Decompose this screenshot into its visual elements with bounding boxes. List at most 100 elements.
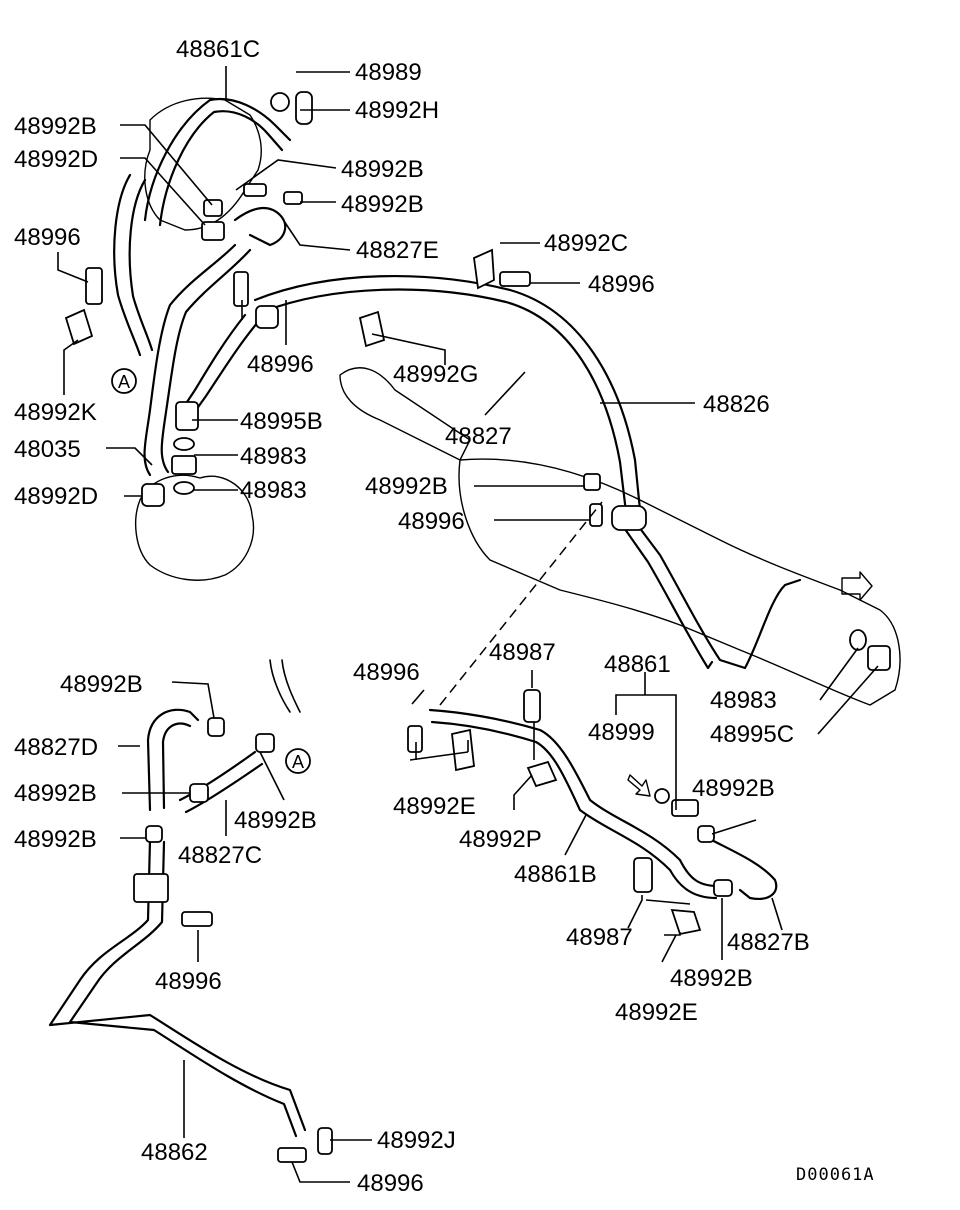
callout-48992b-e: 48992B (60, 671, 143, 698)
hose-clip-48992b-ll3 (189, 783, 209, 803)
view-a-marker-lower (285, 748, 311, 774)
suction-hose-48035 (143, 243, 237, 477)
callout-48992k: 48992K (14, 399, 97, 426)
callout-48827b: 48827B (727, 929, 810, 956)
callout-48983-a: 48983 (240, 443, 307, 470)
callout-48983-b: 48983 (240, 477, 307, 504)
hose-clip-48992b-top2 (283, 191, 303, 205)
gasket-48983-right (849, 629, 867, 651)
callout-48992b-c: 48992B (341, 191, 424, 218)
fitting-48861 (671, 799, 699, 817)
hose-clip-48992b-left (203, 199, 223, 217)
hose-clip-48992b-ll1 (207, 717, 225, 737)
bolt-48996-left (85, 267, 103, 305)
return-tube-48827-inner (618, 520, 714, 670)
callout-48992p: 48992P (459, 826, 542, 853)
bolt-48996-right (499, 271, 531, 287)
hose-clip-48992b-ll4 (145, 825, 163, 843)
bracket-48992g (358, 310, 386, 348)
view-a-letter-lower: A (292, 752, 304, 772)
callout-48992b-b: 48992B (341, 156, 424, 183)
upper-tubes-lower-view (269, 659, 301, 713)
direction-arrow-lr-icon (627, 774, 651, 797)
hose-clip-48992b-lr2 (713, 879, 733, 897)
return-hose-48827d-inner (161, 722, 192, 810)
leader-lines (57, 66, 879, 1183)
nut-48989 (270, 92, 290, 112)
callout-labels: 48861C 48989 48992H 48992B 48992D 48992B… (14, 36, 810, 1197)
callout-48827: 48827 (445, 423, 512, 450)
bracket-lower-left (133, 873, 169, 903)
callout-48992b-i: 48992B (14, 826, 97, 853)
hose-clip-48992b-top (243, 183, 267, 197)
callout-48992b-j: 48992B (670, 965, 753, 992)
union-fitting (171, 455, 197, 475)
callout-48996-e: 48996 (353, 659, 420, 686)
callout-48862: 48862 (141, 1139, 208, 1166)
bolt-48996-gear (589, 503, 603, 527)
callout-48992d-a: 48992D (14, 146, 98, 173)
bolt-48996-bottom (277, 1147, 307, 1163)
callout-48827d: 48827D (14, 734, 98, 761)
suction-hose-48035-inner (160, 248, 252, 474)
tube-48861b (428, 708, 720, 888)
pump-body-outline (135, 474, 255, 581)
hose-48827e (233, 207, 287, 247)
return-tube-48827 (628, 513, 802, 670)
gasket-48983-lower (173, 481, 195, 495)
callout-48826: 48826 (703, 391, 770, 418)
bracket-48992k (64, 308, 94, 346)
crossmember-outline (339, 367, 471, 461)
pump-pressure-line (183, 313, 247, 407)
bolt-48996-mid (233, 271, 249, 307)
callout-48999: 48999 (588, 719, 655, 746)
callout-48992b-a: 48992B (14, 113, 97, 140)
hose-48827c (178, 750, 257, 802)
hose-clip-48992d-bottom (141, 483, 165, 507)
callout-48827c: 48827C (178, 842, 262, 869)
callout-48992d-b: 48992D (14, 483, 98, 510)
callout-48996-b: 48996 (588, 271, 655, 298)
left-return-tube (113, 173, 142, 357)
callout-48827e: 48827E (356, 237, 439, 264)
bracket-48992e-right (670, 908, 702, 936)
callout-48992g: 48992G (393, 361, 478, 388)
bracket-48992e-left (451, 728, 475, 772)
callout-48987-a: 48987 (489, 639, 556, 666)
hose-clip-48992b-ll2 (255, 733, 275, 753)
callout-48989: 48989 (355, 59, 422, 86)
callout-48861c: 48861C (176, 36, 260, 63)
diagram-code: D00061A (796, 1165, 875, 1185)
clamp-48992h (295, 91, 313, 125)
callout-48995c: 48995C (710, 721, 794, 748)
tube-48862 (48, 838, 307, 1132)
bolt-48987-lower (633, 857, 653, 893)
callout-48861b: 48861B (514, 861, 597, 888)
bolt-48987-upper (523, 689, 541, 723)
grommet-gear (611, 505, 647, 531)
reservoir-tube-48861c-inner (158, 110, 284, 227)
gasket-48983-upper (173, 437, 195, 451)
view-a-marker-upper (111, 368, 137, 394)
callout-48992h: 48992H (355, 97, 439, 124)
banjo-bolt-48995c (867, 645, 891, 671)
lower-left-assembly-drawing: A (48, 659, 333, 1163)
return-hose-48827d (146, 708, 200, 812)
callout-48996-f: 48996 (155, 968, 222, 995)
callout-48035: 48035 (14, 436, 81, 463)
hose-48827c-inner (184, 762, 264, 814)
lower-right-assembly-drawing (407, 689, 778, 936)
reference-line (439, 501, 603, 706)
callout-48996-c: 48996 (247, 351, 314, 378)
callout-48987-b: 48987 (566, 924, 633, 951)
tube-48861b-inner (430, 720, 718, 900)
callout-48996-g: 48996 (357, 1170, 424, 1197)
callout-48992e-a: 48992E (393, 793, 476, 820)
banjo-bolt-48995b (175, 401, 199, 431)
hose-clip-48992b-lr1 (697, 825, 715, 843)
hose-48827b (706, 836, 778, 900)
steering-gear-outline (458, 458, 901, 706)
hose-clip-48992d-top (201, 221, 225, 241)
hose-clip-48992b-mid (255, 305, 279, 329)
